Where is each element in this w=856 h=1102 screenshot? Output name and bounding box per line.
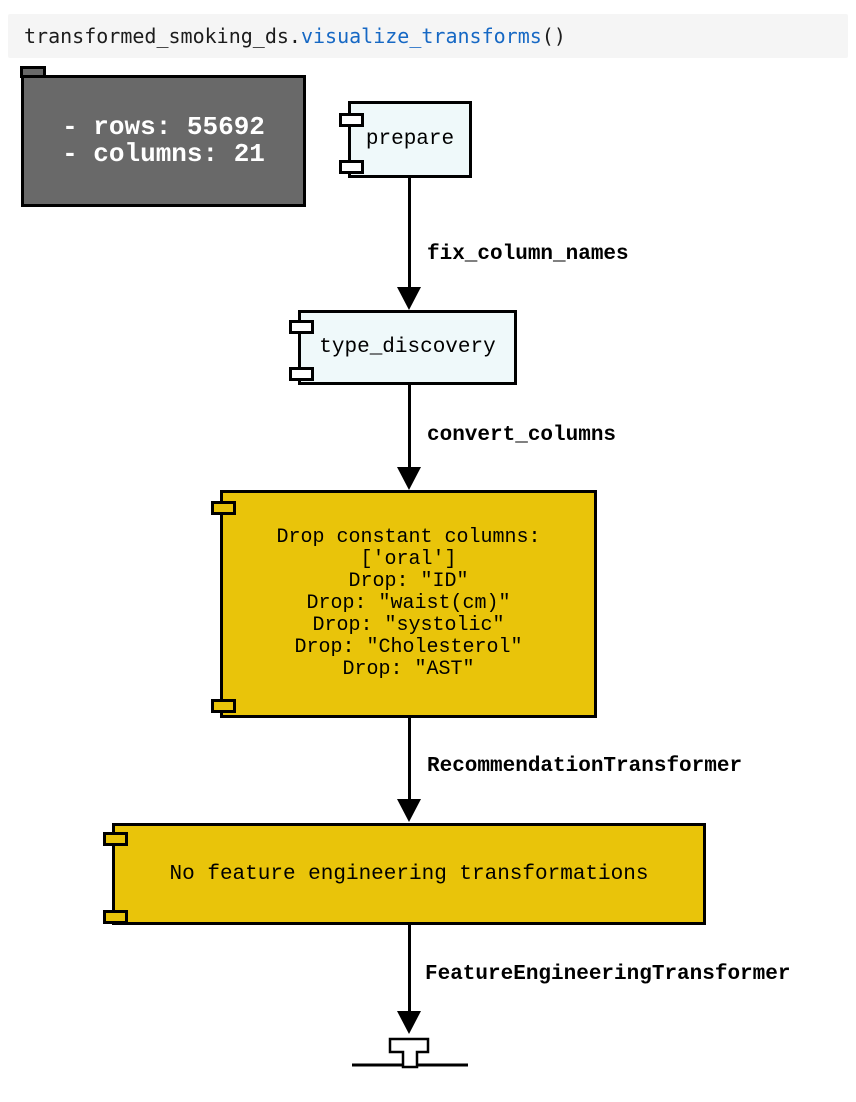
t-connector-icon xyxy=(352,1037,468,1069)
edge-line xyxy=(408,178,411,290)
drop-line: Drop constant columns: xyxy=(276,526,541,549)
drop-line: Drop: "Cholesterol" xyxy=(294,636,523,659)
node-prepare: prepare xyxy=(339,101,472,178)
node-prepare-label: prepare xyxy=(365,128,455,151)
component-tab xyxy=(289,367,314,381)
drop-line: Drop: "AST" xyxy=(342,658,475,681)
component-tab xyxy=(339,113,364,127)
arrowhead-icon xyxy=(397,799,421,822)
code-input[interactable]: transformed_smoking_ds.visualize_transfo… xyxy=(8,14,848,58)
edge-line xyxy=(408,385,411,469)
code-token: transformed_smoking_ds. xyxy=(24,24,301,48)
arrowhead-icon xyxy=(397,467,421,490)
component-tab xyxy=(103,910,128,924)
arrowhead-icon xyxy=(397,287,421,310)
edge-line xyxy=(408,925,411,1013)
component-tab xyxy=(339,160,364,174)
code-token-function: visualize_transforms xyxy=(300,24,542,48)
node-feature-engineering-label: No feature engineering transformations xyxy=(169,862,649,886)
node-type-discovery: type_discovery xyxy=(289,310,517,385)
edge-line xyxy=(408,718,411,801)
drop-line: Drop: "systolic" xyxy=(312,614,505,637)
dataset-note: - rows: 55692 - columns: 21 xyxy=(21,75,306,207)
edge-label-feature-engineering-transformer: FeatureEngineeringTransformer xyxy=(425,963,791,986)
component-tab xyxy=(211,501,236,515)
arrowhead-icon xyxy=(397,1011,421,1034)
note-line: - columns: 21 xyxy=(62,139,265,169)
node-type-discovery-label: type_discovery xyxy=(319,336,496,359)
note-line: - rows: 55692 xyxy=(62,112,265,142)
component-tab xyxy=(103,832,128,846)
component-tab xyxy=(211,699,236,713)
drop-line: Drop: "waist(cm)" xyxy=(306,592,511,615)
edge-label-fix-column-names: fix_column_names xyxy=(427,243,629,266)
drop-columns-text: Drop constant columns: ['oral'] Drop: "I… xyxy=(276,527,540,681)
code-token: () xyxy=(541,24,566,48)
drop-line: ['oral'] xyxy=(360,548,457,571)
clipped-terminal-node xyxy=(345,1033,475,1078)
node-feature-engineering-transformer: No feature engineering transformations xyxy=(103,823,706,925)
node-recommendation-transformer: Drop constant columns: ['oral'] Drop: "I… xyxy=(211,490,597,718)
drop-line: Drop: "ID" xyxy=(348,570,469,593)
component-tab xyxy=(289,320,314,334)
edge-label-recommendation-transformer: RecommendationTransformer xyxy=(427,755,743,778)
edge-label-convert-columns: convert_columns xyxy=(427,424,617,447)
